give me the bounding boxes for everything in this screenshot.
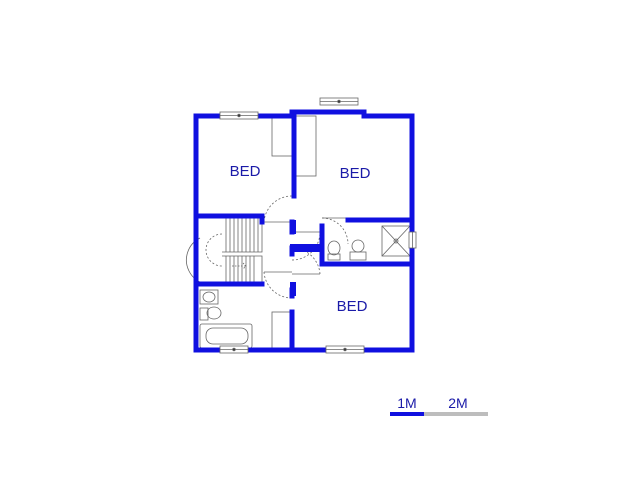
room-labels: BED BED BED — [230, 163, 371, 315]
window-bed-2 — [319, 97, 359, 106]
window-bed-1 — [219, 111, 259, 120]
windows — [219, 97, 417, 354]
bathroom-fixtures — [199, 289, 253, 349]
wall-stubs — [290, 220, 322, 296]
walls — [193, 109, 415, 353]
window-bathroom — [219, 345, 249, 354]
fixtures — [186, 115, 411, 351]
room-label-bed-3: BED — [337, 298, 368, 315]
scale-label-2m: 2M — [448, 395, 467, 411]
window-bed-3 — [325, 345, 365, 354]
scale-bar: 1M 2M — [390, 395, 488, 416]
room-label-bed-2: BED — [340, 165, 371, 182]
door-leaves — [264, 217, 348, 275]
scale-label-1m: 1M — [397, 395, 416, 411]
window-shower — [408, 231, 417, 249]
shower — [381, 225, 411, 257]
ensuite-fixtures — [327, 239, 367, 261]
room-label-bed-1: BED — [230, 163, 261, 180]
